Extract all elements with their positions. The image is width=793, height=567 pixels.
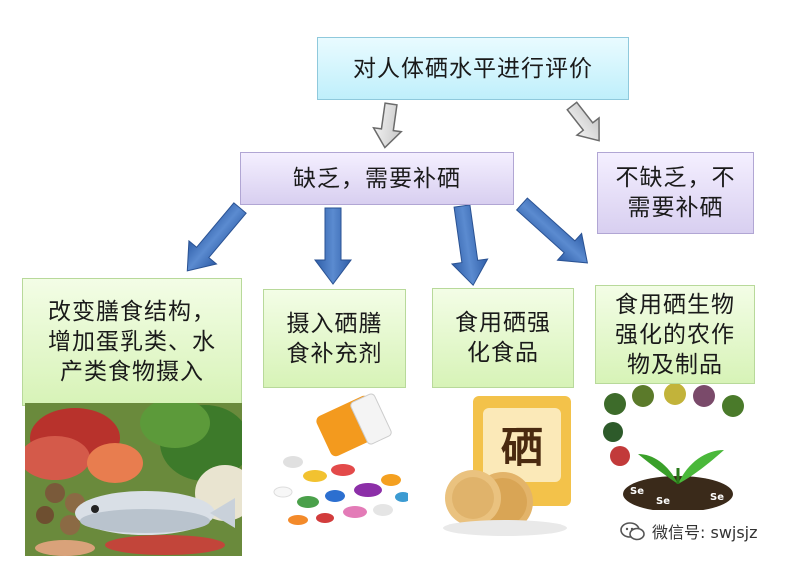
supplement-pills-image [263,392,408,532]
option-fortified-line-2: 化食品 [467,340,539,366]
option-fortified-box: 食用硒强 化食品 [432,288,574,388]
deficient-text: 缺乏，需要补硒 [293,165,461,192]
arrow-root-to-need [372,102,403,149]
se-label-1: Se [630,486,644,497]
option-diet-box: 改变膳食结构， 增加蛋乳类、水 产类食物摄入 [22,278,242,406]
option-supplement-line-2: 食补充剂 [286,340,383,367]
wechat-watermark: 微信号: swjsjz [620,519,758,543]
option-diet-line-1: 改变膳食结构， [48,299,216,325]
arrow-need-to-crops [515,197,589,264]
package-character: 硒 [501,423,543,472]
food-assortment-image [25,403,242,556]
se-label-3: Se [710,492,724,503]
wechat-icon [620,522,645,541]
root-evaluation-box: 对人体硒水平进行评价 [317,37,629,100]
option-fortified-line-1: 食用硒强 [455,310,551,336]
fortified-biscuit-image: 硒 [433,390,575,536]
not-deficient-box: 不缺乏，不 需要补硒 [597,152,754,234]
option-crops-line-3: 物及制品 [627,351,723,378]
not-deficient-line-2: 需要补硒 [627,195,724,221]
option-diet-line-2: 增加蛋乳类、水 [48,329,216,355]
option-crops-line-2: 强化的农作 [615,321,735,348]
option-supplement-line-1: 摄入硒膳 [286,310,383,337]
not-deficient-line-1: 不缺乏，不 [615,165,736,191]
option-crops-box: 食用硒生物 强化的农作 物及制品 [595,285,755,384]
arrow-need-to-diet [186,202,247,272]
option-supplement-box: 摄入硒膳 食补充剂 [263,289,406,388]
option-diet-line-3: 产类食物摄入 [60,359,204,385]
se-label-2: Se [656,496,670,507]
watermark-text: 微信号: swjsjz [652,523,758,542]
selenium-crops-image: Se Se Se [598,384,758,510]
arrow-need-to-supplement [314,207,352,285]
arrow-need-to-fortified [450,204,489,287]
option-crops-line-1: 食用硒生物 [615,291,735,318]
deficient-box: 缺乏，需要补硒 [240,152,514,205]
root-evaluation-text: 对人体硒水平进行评价 [353,55,593,82]
arrow-root-to-noneed [566,101,600,142]
